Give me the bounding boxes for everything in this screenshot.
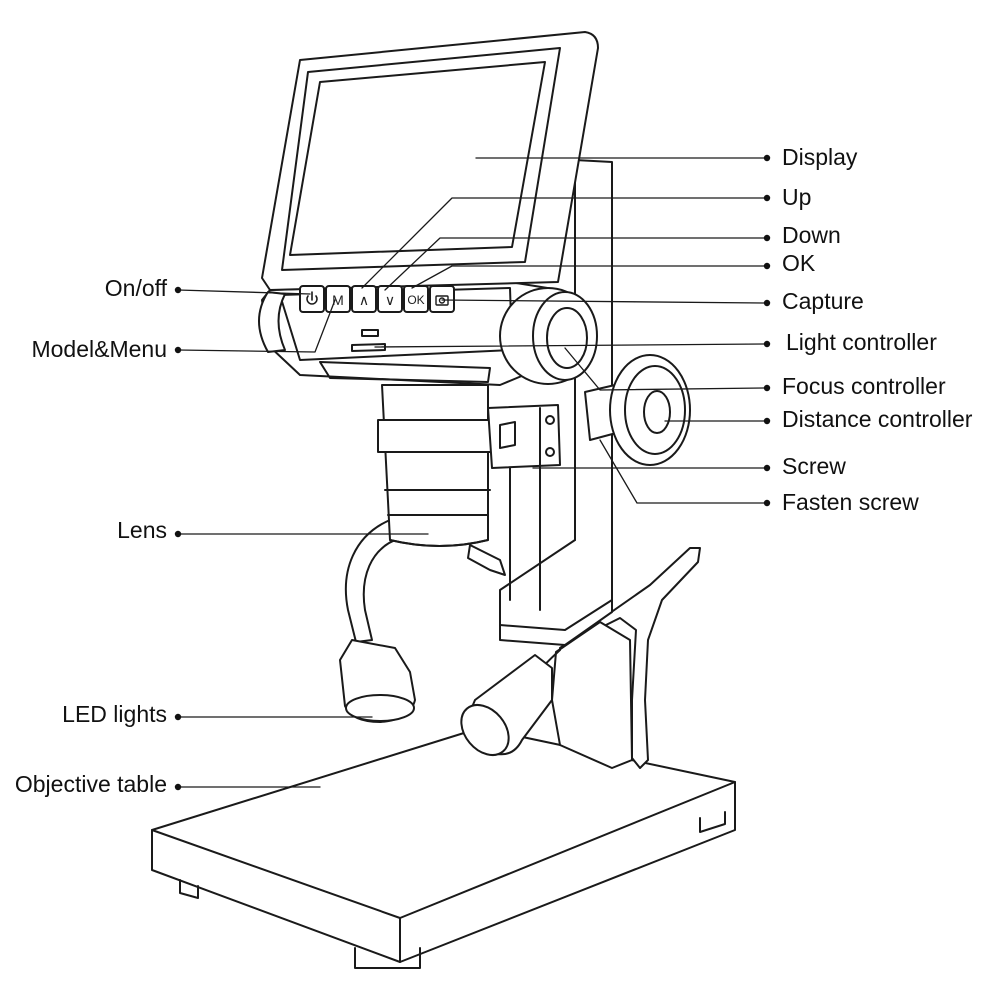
leader-up — [361, 197, 766, 289]
leader-down — [384, 237, 766, 291]
up-button-glyph: ∧ — [359, 292, 369, 308]
power-button[interactable] — [299, 285, 325, 313]
display-monitor — [258, 31, 599, 386]
leader-on-off — [177, 289, 311, 295]
label-screw: Screw — [782, 453, 846, 479]
down-button[interactable]: ∨ — [377, 285, 403, 313]
leader-light-controller — [374, 343, 766, 348]
callout-dots — [174, 154, 771, 791]
label-focus-controller: Focus controller — [782, 373, 946, 399]
label-lens: Lens — [117, 517, 167, 543]
leader-capture — [441, 299, 766, 304]
leader-fasten-screw — [599, 439, 766, 504]
focus-bracket — [487, 404, 561, 469]
label-ok: OK — [782, 250, 816, 276]
distance-controller-knob — [584, 354, 691, 466]
menu-button-glyph: M — [332, 292, 344, 308]
down-button-glyph: ∨ — [385, 292, 395, 308]
objective-table — [151, 727, 736, 969]
label-light-controller: Light controller — [786, 329, 937, 355]
callout-labels: Display Up Down OK Capture Light control… — [15, 144, 973, 797]
label-capture: Capture — [782, 288, 864, 314]
leader-model-menu — [177, 299, 336, 353]
label-up: Up — [782, 184, 811, 210]
label-display: Display — [782, 144, 858, 170]
ok-button[interactable]: OK — [403, 285, 429, 313]
label-model-menu: Model&Menu — [31, 336, 167, 362]
label-distance-controller: Distance controller — [782, 406, 973, 432]
lens — [377, 384, 495, 547]
label-objective-table: Objective table — [15, 771, 167, 797]
button-row: M ∧ ∨ OK — [299, 285, 455, 313]
leader-focus-controller — [564, 347, 766, 391]
ok-button-glyph: OK — [407, 293, 424, 307]
power-icon — [306, 291, 318, 305]
label-fasten-screw: Fasten screw — [782, 489, 919, 515]
label-down: Down — [782, 222, 841, 248]
leader-ok — [411, 265, 766, 289]
front-led-light — [339, 519, 506, 723]
up-button[interactable]: ∧ — [351, 285, 377, 313]
label-led-lights: LED lights — [62, 701, 167, 727]
menu-button[interactable]: M — [325, 285, 351, 313]
capture-button[interactable] — [429, 285, 455, 313]
callout-lines — [177, 157, 766, 788]
rear-led-light — [460, 547, 701, 769]
label-on-off: On/off — [105, 275, 168, 301]
